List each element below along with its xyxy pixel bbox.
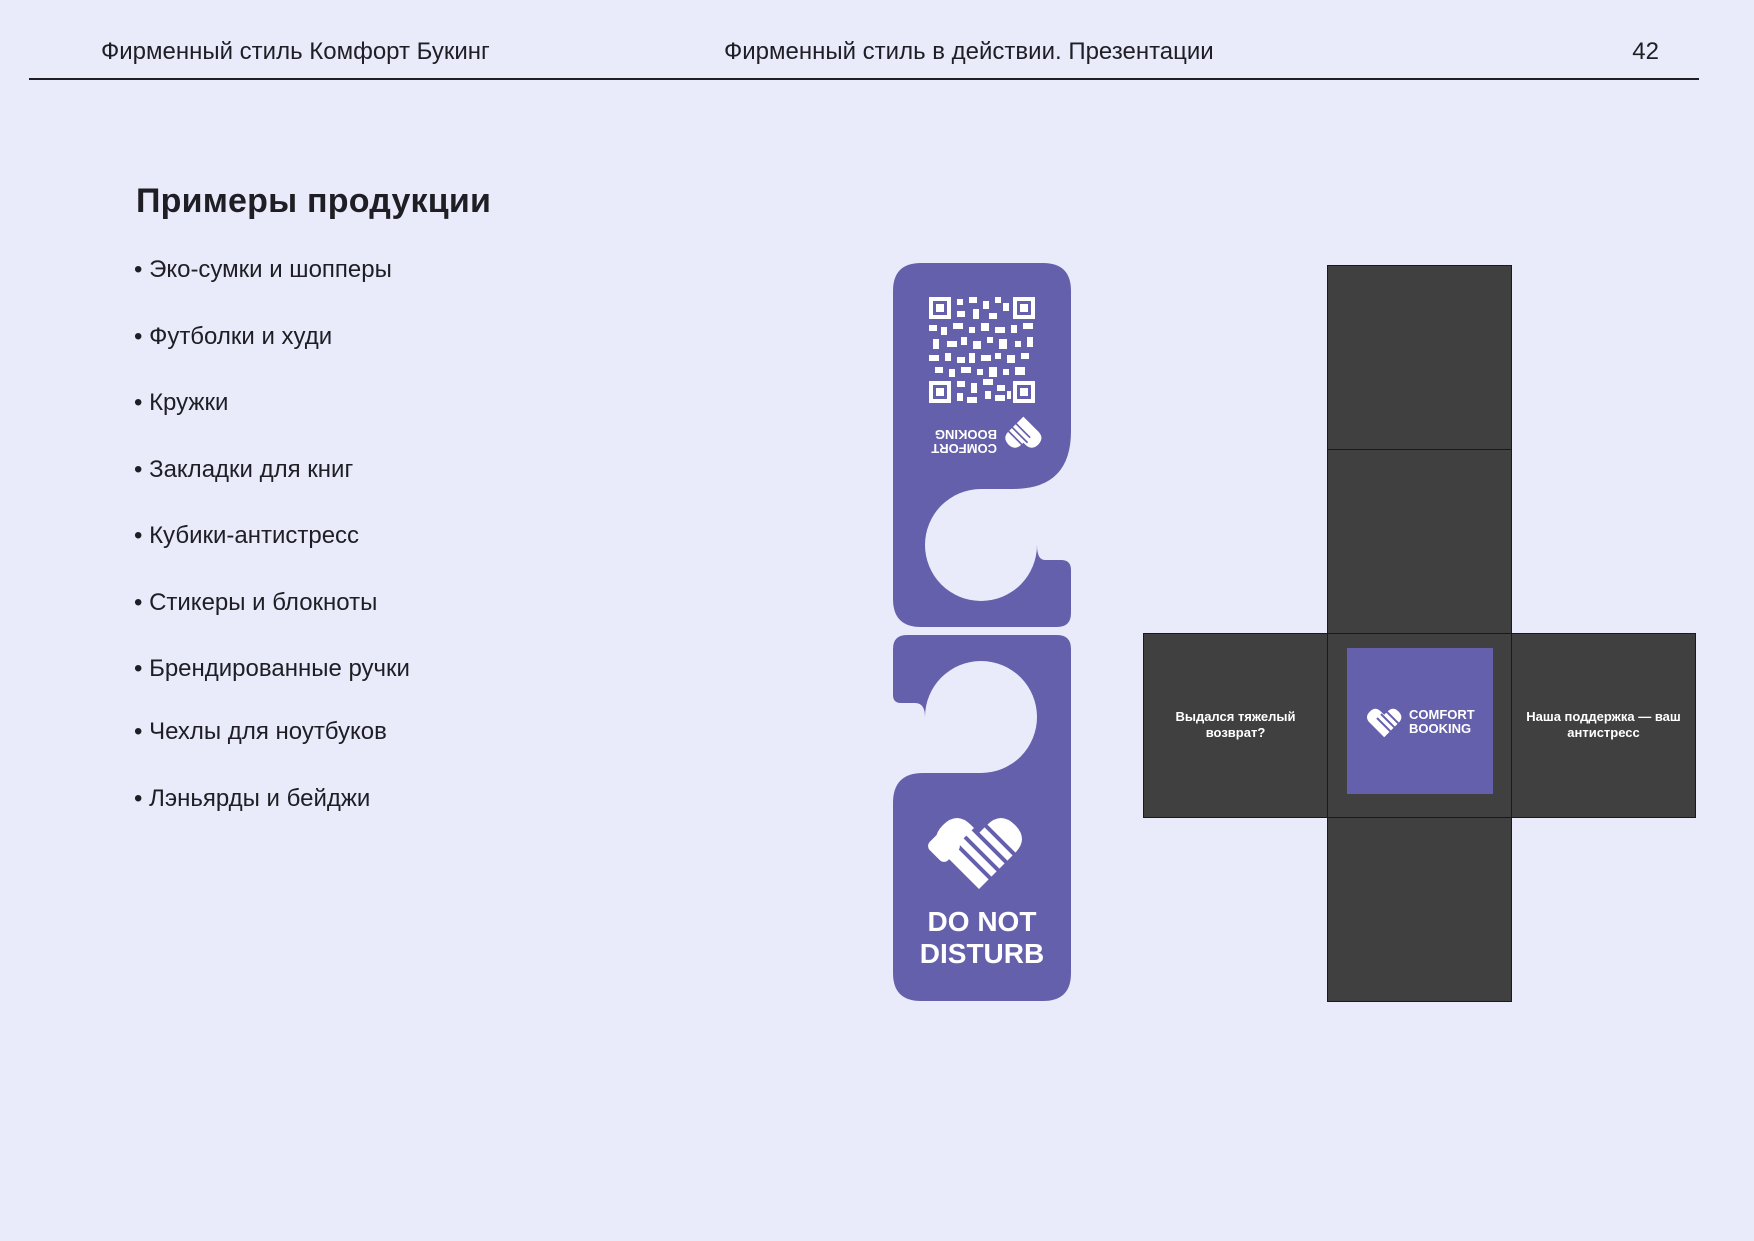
hanger-brand-rotated: COMFORT BOOKING [931,416,1042,456]
do-not-disturb-line2: DISTURB [920,938,1044,969]
cube-face-center: COMFORT BOOKING [1327,633,1512,818]
heart-logo-icon [1367,708,1405,738]
cube-right-text: Наша поддержка — ваш антистресс [1526,709,1681,740]
header-doc-title: Фирменный стиль Комфорт Букинг [101,38,490,65]
cube-brand-line2: BOOKING [1409,721,1472,736]
list-item: • Кубики-антистресс [134,522,360,549]
cube-face-top [1327,265,1512,450]
hanger-brand-line2: BOOKING [935,427,997,442]
cube-brand-line1: COMFORT [1409,707,1475,722]
door-hanger-bottom-piece [893,635,1071,1001]
list-item: • Эко-сумки и шопперы [134,256,392,283]
header-section-title: Фирменный стиль в действии. Презентации [724,38,1214,65]
qr-code [929,297,1035,403]
heart-logo-icon [1003,416,1042,448]
section-title: Примеры продукции [136,182,492,220]
cube-face-right: Наша поддержка — ваш антистресс [1511,633,1696,818]
cube-face-upper [1327,449,1512,634]
page-number: 42 [1632,38,1659,65]
heart-logo-icon [928,818,1029,889]
list-item: • Кружки [134,389,229,416]
list-item: • Чехлы для ноутбуков [134,718,387,745]
list-item: • Брендированные ручки [134,655,410,682]
door-hanger-mockup: COMFORT BOOKING DO NOT DISTURB [893,263,1071,1001]
cube-face-left: Выдался тяжелый возврат? [1143,633,1328,818]
list-item: • Лэньярды и бейджи [134,785,371,812]
cube-brand-tile: COMFORT BOOKING [1347,648,1493,794]
page-header: Фирменный стиль Комфорт Букинг Фирменный… [29,30,1699,80]
hanger-brand-line1: COMFORT [931,441,997,456]
list-item: • Стикеры и блокноты [134,589,378,616]
cube-face-bottom [1327,817,1512,1002]
do-not-disturb-line1: DO NOT [928,906,1037,937]
list-item: • Закладки для книг [134,456,354,483]
list-item: • Футболки и худи [134,323,333,350]
cube-left-text: Выдался тяжелый возврат? [1175,709,1296,740]
cube-brand-text: COMFORT BOOKING [1409,708,1475,736]
